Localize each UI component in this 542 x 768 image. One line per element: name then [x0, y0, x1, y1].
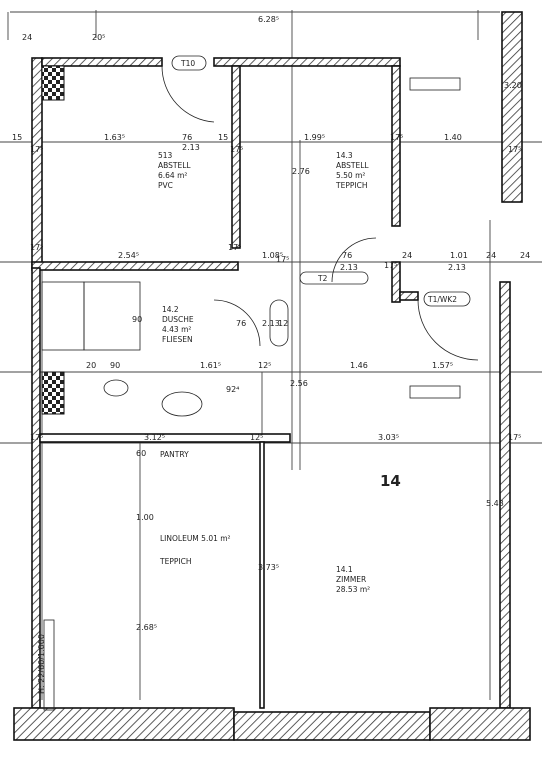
plan-label: 17⁵: [384, 261, 397, 270]
plan-label: 20⁵: [92, 33, 105, 42]
door-tag-t1wk2: T1/WK2: [427, 295, 457, 304]
plan-label: 14.3: [336, 151, 353, 160]
plan-label: 1.46: [350, 361, 368, 370]
wash-unit: [83, 281, 141, 351]
radiator-icon: [409, 77, 461, 91]
plan-label: 24: [520, 251, 530, 260]
door-swing-t10: [161, 65, 215, 123]
plan-label: 17⁵: [508, 145, 521, 154]
plan-label: 2.76: [292, 167, 310, 176]
plan-label: 12⁵: [258, 361, 271, 370]
plan-label: TEPPICH: [159, 557, 191, 566]
plan-label: TEPPICH: [335, 181, 367, 190]
plan-label: LINOLEUM 5.01 m²: [160, 534, 231, 543]
radiator-icon: [409, 385, 461, 399]
plan-label: 12⁵: [250, 433, 263, 442]
plan-label: 2.13: [262, 319, 280, 328]
door-tag-t2: T2: [317, 274, 328, 283]
plan-label: 17⁵: [508, 433, 521, 442]
door-swing-t2: [331, 237, 377, 283]
plan-label: 6.28⁵: [258, 15, 279, 24]
plan-label: 17⁵: [230, 145, 243, 154]
shower-tray: [41, 281, 85, 351]
plan-label: 1.61⁵: [200, 361, 221, 370]
door-tag-t10: T10: [180, 59, 195, 68]
plan-label: 17⁵: [390, 133, 403, 142]
section-mark: 14: [380, 472, 401, 490]
plan-label: 60: [136, 449, 146, 458]
plan-label: PVC: [158, 181, 173, 190]
dimension-grid: [0, 10, 542, 700]
plan-label: 90: [132, 315, 142, 324]
plan-label: 2.56: [290, 379, 308, 388]
plan-label: 15: [12, 133, 22, 142]
plan-label: 2.68⁵: [136, 623, 157, 632]
plan-label: 76: [182, 133, 192, 142]
door-symbol: [269, 299, 289, 347]
plan-label: 1.08⁵: [262, 251, 283, 260]
plan-label: 513: [158, 151, 173, 160]
plan-label: 2.13: [448, 263, 466, 272]
plan-label: 1.00: [136, 513, 154, 522]
plan-label: 3.20: [504, 81, 522, 90]
plan-label: 5.43: [486, 499, 504, 508]
duct-icon: [41, 65, 65, 101]
plan-label: 12: [278, 319, 288, 328]
plan-label: 14.1: [336, 565, 353, 574]
plan-label: 17⁵: [228, 243, 241, 252]
plan-label: 24: [402, 251, 412, 260]
plan-label: 76: [342, 251, 352, 260]
plan-label: 3.03⁵: [378, 433, 399, 442]
plan-label: 15: [218, 133, 228, 142]
plan-label: 24: [22, 33, 32, 42]
toilet-icon: [103, 379, 129, 397]
plan-label: FLIESEN: [162, 335, 193, 344]
radiator-icon: [43, 619, 55, 711]
plan-label: 3.12⁵: [144, 433, 165, 442]
plan-label: 4.43 m²: [162, 325, 191, 334]
door-swing-t1wk2: [417, 299, 479, 361]
plan-label: ABSTELL: [158, 161, 191, 170]
plan-label: 17⁵: [30, 145, 43, 154]
plan-label: 24: [486, 251, 496, 260]
plan-label: 1.57⁵: [432, 361, 453, 370]
plan-label: 76: [236, 319, 246, 328]
room-labels: 513 ABSTELL 6.64 m² PVC 14.3 ABSTELL 5.5…: [158, 151, 370, 594]
plan-label: 90: [110, 361, 120, 370]
plan-label: 1.40: [444, 133, 462, 142]
plan-label: DUSCHE: [162, 315, 194, 324]
plan-label: 1.01: [450, 251, 468, 260]
plan-label: 5.50 m²: [336, 171, 365, 180]
plan-label: 1.63⁵: [104, 133, 125, 142]
plan-label: 17⁵: [30, 243, 43, 252]
plan-label: 28.53 m²: [336, 585, 370, 594]
dimension-labels: 6.28⁵ 24 1.63⁵ 76 15 15 1.99⁵ 17⁵ 1.40 1…: [12, 15, 530, 694]
door-tags: T10 T2 T1/WK2: [171, 55, 471, 307]
plan-label: 17⁵: [276, 255, 289, 264]
plan-label: PANTRY: [160, 450, 189, 459]
plan-label: 6.64 m²: [158, 171, 187, 180]
plan-label: H: 22/60/1.000: [37, 634, 46, 694]
plan-label: 2.54⁵: [118, 251, 139, 260]
plan-label: 14.2: [162, 305, 179, 314]
walls: [13, 11, 531, 741]
washbasin-icon: [161, 391, 203, 417]
plan-label: 17⁵: [30, 433, 43, 442]
door-swing-dusche: [213, 299, 261, 347]
plan-label: 20: [86, 361, 96, 370]
plan-label: 92⁴: [226, 385, 239, 394]
plan-label: 3.73⁵: [258, 563, 279, 572]
plan-label: 1.99⁵: [304, 133, 325, 142]
fixtures: [41, 65, 479, 711]
plan-label: 2.13: [182, 143, 200, 152]
plan-label: ABSTELL: [336, 161, 369, 170]
plan-label: 2.13: [340, 263, 358, 272]
plan-label: ZIMMER: [336, 575, 366, 584]
duct-icon: [41, 371, 65, 415]
